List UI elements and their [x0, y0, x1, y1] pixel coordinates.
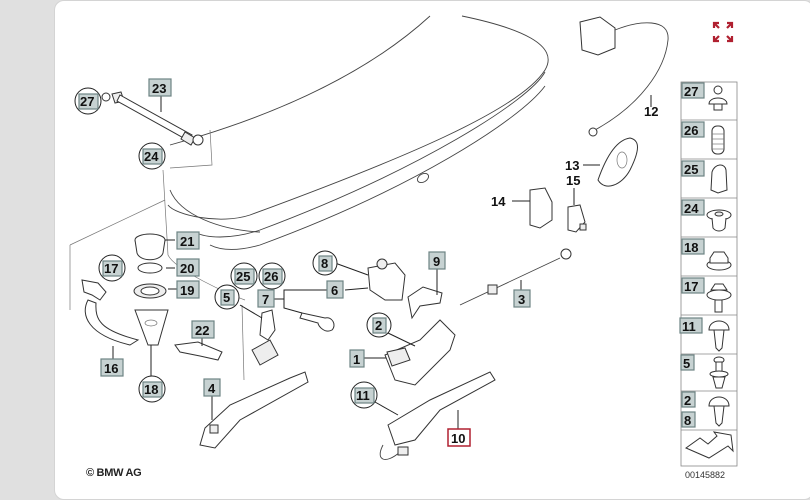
gas-strut-part-23: [101, 91, 204, 146]
key-part-7: [274, 289, 335, 332]
pull-handle-part-13: [583, 137, 638, 187]
hinge-part-16: [81, 279, 140, 362]
callout-5[interactable]: 5: [214, 284, 240, 310]
svg-text:18: 18: [684, 240, 698, 255]
legend-item-24[interactable]: 24: [681, 199, 732, 232]
copyright-text: © BMW AG: [86, 467, 142, 479]
trunk-lid-drawing: [69, 15, 549, 310]
svg-text:23: 23: [152, 81, 166, 96]
rod-part-3: [459, 248, 572, 306]
callout-8[interactable]: 8: [312, 250, 338, 276]
callout-17[interactable]: 17: [98, 254, 126, 282]
svg-text:27: 27: [684, 84, 698, 99]
callout-2[interactable]: 2: [366, 312, 392, 338]
legend-item-26[interactable]: 26: [681, 121, 725, 155]
svg-text:14: 14: [491, 194, 506, 209]
svg-text:26: 26: [684, 123, 698, 138]
svg-text:9: 9: [433, 254, 440, 269]
svg-text:6: 6: [331, 283, 338, 298]
expand-arrows-icon[interactable]: [711, 20, 735, 44]
callout-9[interactable]: 9: [428, 251, 446, 270]
svg-text:11: 11: [682, 319, 696, 334]
legend-item-2-8[interactable]: 2 8: [681, 391, 730, 428]
svg-text:17: 17: [104, 261, 118, 276]
svg-text:17: 17: [684, 279, 698, 294]
svg-text:12: 12: [644, 104, 658, 119]
legend-item-5[interactable]: 5: [680, 354, 729, 389]
svg-text:25: 25: [236, 269, 250, 284]
callout-18[interactable]: 18: [138, 375, 166, 403]
svg-text:8: 8: [321, 256, 328, 271]
callout-16[interactable]: 16: [100, 358, 124, 377]
handle-part-10: [374, 371, 496, 460]
svg-text:2: 2: [684, 393, 691, 408]
lock-cylinder-part-6: [334, 258, 406, 301]
svg-text:27: 27: [80, 94, 94, 109]
legend-item-18[interactable]: 18: [681, 238, 732, 271]
callout-27[interactable]: 27: [74, 87, 102, 115]
legend-item-arrow[interactable]: [684, 431, 734, 459]
callout-4[interactable]: 4: [203, 378, 221, 397]
svg-text:25: 25: [684, 162, 698, 177]
svg-text:4: 4: [208, 381, 216, 396]
diagram-number: 00145882: [685, 470, 726, 480]
svg-text:8: 8: [684, 413, 691, 428]
svg-text:13: 13: [565, 158, 579, 173]
callout-26[interactable]: 26: [258, 262, 286, 290]
svg-text:19: 19: [180, 283, 194, 298]
svg-text:20: 20: [180, 261, 194, 276]
callout-23[interactable]: 23: [148, 78, 172, 97]
svg-text:11: 11: [356, 388, 370, 403]
callout-20[interactable]: 20: [176, 258, 200, 277]
svg-text:3: 3: [518, 292, 525, 307]
svg-text:16: 16: [104, 361, 118, 376]
callout-25[interactable]: 25: [230, 262, 258, 290]
svg-text:1: 1: [353, 352, 360, 367]
legend-item-17[interactable]: 17: [681, 277, 732, 313]
callout-7[interactable]: 7: [257, 289, 275, 308]
callout-6[interactable]: 6: [326, 280, 344, 299]
svg-text:18: 18: [144, 382, 158, 397]
bracket-part-4: [199, 304, 309, 449]
svg-text:24: 24: [144, 149, 159, 164]
callout-11[interactable]: 11: [350, 381, 378, 409]
callout-19[interactable]: 19: [176, 280, 200, 299]
svg-text:5: 5: [223, 290, 230, 305]
switch-part-15: [567, 188, 587, 233]
legend-item-25[interactable]: 25: [681, 160, 728, 194]
callout-21[interactable]: 21: [176, 231, 200, 250]
svg-text:5: 5: [683, 356, 690, 371]
lock-part-1: [362, 319, 456, 386]
legend-item-11[interactable]: 11: [679, 317, 730, 352]
callout-15[interactable]: 15: [566, 173, 580, 188]
legend-item-27[interactable]: 27: [681, 82, 728, 111]
svg-text:2: 2: [375, 318, 382, 333]
svg-text:7: 7: [262, 292, 269, 307]
callout-12[interactable]: 12: [644, 104, 658, 119]
callout-3[interactable]: 3: [513, 289, 531, 308]
callout-13[interactable]: 13: [565, 158, 579, 173]
hardware-legend: 27 26 25 24 18 17 11 5: [679, 81, 738, 467]
callout-22[interactable]: 22: [191, 320, 215, 339]
callout-10[interactable]: 10: [447, 428, 471, 447]
clip-part-14: [512, 187, 553, 229]
svg-text:10: 10: [451, 431, 465, 446]
bearing-stack-parts: [133, 233, 177, 378]
svg-text:15: 15: [566, 173, 580, 188]
callout-24[interactable]: 24: [138, 142, 166, 170]
svg-text:26: 26: [264, 269, 278, 284]
callout-1[interactable]: 1: [349, 349, 365, 368]
svg-text:21: 21: [180, 234, 194, 249]
actuator-part-9: [407, 267, 443, 320]
gasket-part-22: [174, 335, 223, 361]
svg-text:22: 22: [195, 323, 209, 338]
callout-14[interactable]: 14: [491, 194, 506, 209]
cable-part-12: [579, 16, 669, 137]
svg-text:24: 24: [684, 201, 699, 216]
